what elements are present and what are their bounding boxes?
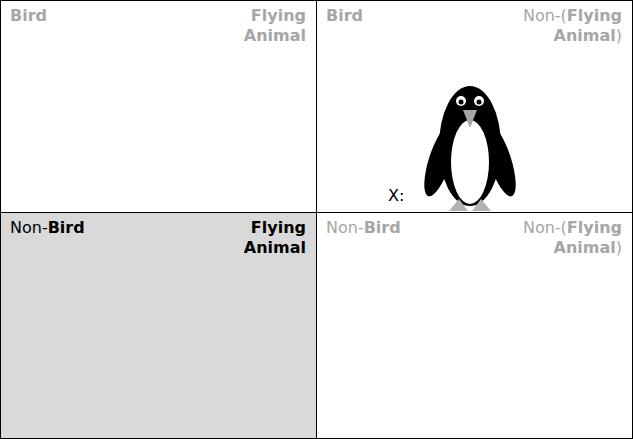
row-heading: Non-Bird xyxy=(326,218,401,238)
penguin-belly xyxy=(451,120,489,204)
penguin xyxy=(418,86,522,211)
row-heading: Bird xyxy=(10,6,47,26)
row-heading: Non-Bird xyxy=(10,218,85,238)
penguin-foot xyxy=(449,199,468,211)
penguin-eye xyxy=(474,96,484,106)
column-heading: Flying Animal xyxy=(194,6,306,46)
venn-table-cell: Bird Flying Animal xyxy=(0,0,317,213)
penguin-pupil xyxy=(459,100,464,105)
venn-table-cell: Non-Bird Non-(Flying Animal) xyxy=(316,212,633,439)
venn-table-cell: Non-Bird Flying Animal xyxy=(0,212,317,439)
venn-table-cell: Bird Non-(Flying Animal) xyxy=(316,0,633,213)
penguin-beak xyxy=(463,110,477,128)
column-heading: Flying Animal xyxy=(194,218,306,258)
row-heading: Bird xyxy=(326,6,363,26)
penguin-body xyxy=(439,86,501,206)
penguin-eye xyxy=(456,96,466,106)
marker-label: X: xyxy=(388,186,404,206)
penguin-foot xyxy=(472,199,491,211)
column-heading: Non-(Flying Animal) xyxy=(510,6,622,46)
penguin-pupil xyxy=(477,100,482,105)
column-heading: Non-(Flying Animal) xyxy=(510,218,622,258)
